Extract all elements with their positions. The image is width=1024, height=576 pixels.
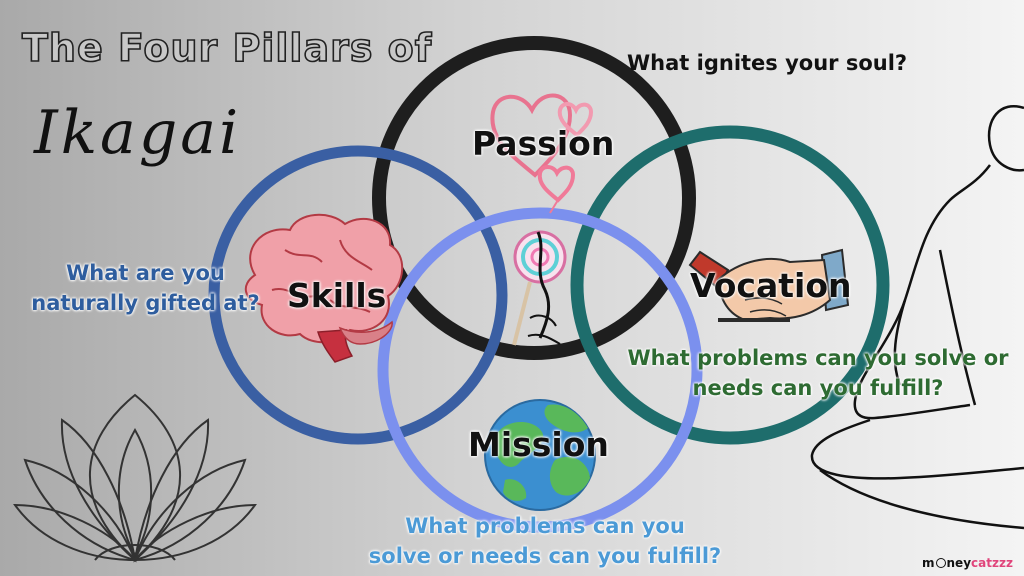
pillar-label-vocation: Vocation (690, 266, 852, 305)
lollipop-enso-icon (512, 230, 567, 346)
mission-question: What problems can you solve or needs can… (355, 511, 735, 571)
handshake-icon (688, 248, 850, 322)
vocation-circle (570, 125, 890, 445)
brand-o-icon (935, 558, 946, 568)
skills-question: What are you naturally gifted at? (28, 258, 263, 318)
mission-question-line2: solve or needs can you fulfill? (368, 544, 722, 568)
brain-icon (244, 213, 404, 363)
mission-question-line1: What problems can you (405, 514, 685, 538)
vocation-question: What problems can you solve or needs can… (612, 343, 1024, 403)
skills-question-line2: naturally gifted at? (31, 291, 260, 315)
meditating-figure-icon (810, 105, 1024, 530)
lotus-icon (13, 393, 257, 563)
title-ikagai: Ikagai (34, 98, 242, 168)
mission-circle (377, 207, 703, 533)
skills-question-line1: What are you (66, 261, 225, 285)
pillar-label-mission: Mission (468, 425, 609, 464)
earth-globe-icon (484, 399, 596, 511)
hearts-icon (490, 93, 594, 214)
vocation-question-line1: What problems can you solve or (627, 346, 1009, 370)
brand-accent: catzzz (971, 556, 1013, 570)
vocation-question-line2: needs can you fulfill? (692, 376, 944, 400)
skills-circle (208, 145, 508, 445)
pillar-label-passion: Passion (472, 124, 615, 163)
pillar-label-skills: Skills (287, 276, 387, 315)
passion-question: What ignites your soul? (627, 51, 908, 75)
brand-middle: ney (946, 556, 972, 570)
brand-prefix: m (922, 556, 935, 570)
title-line1: The Four Pillars of (21, 25, 433, 71)
passion-circle (372, 36, 696, 360)
